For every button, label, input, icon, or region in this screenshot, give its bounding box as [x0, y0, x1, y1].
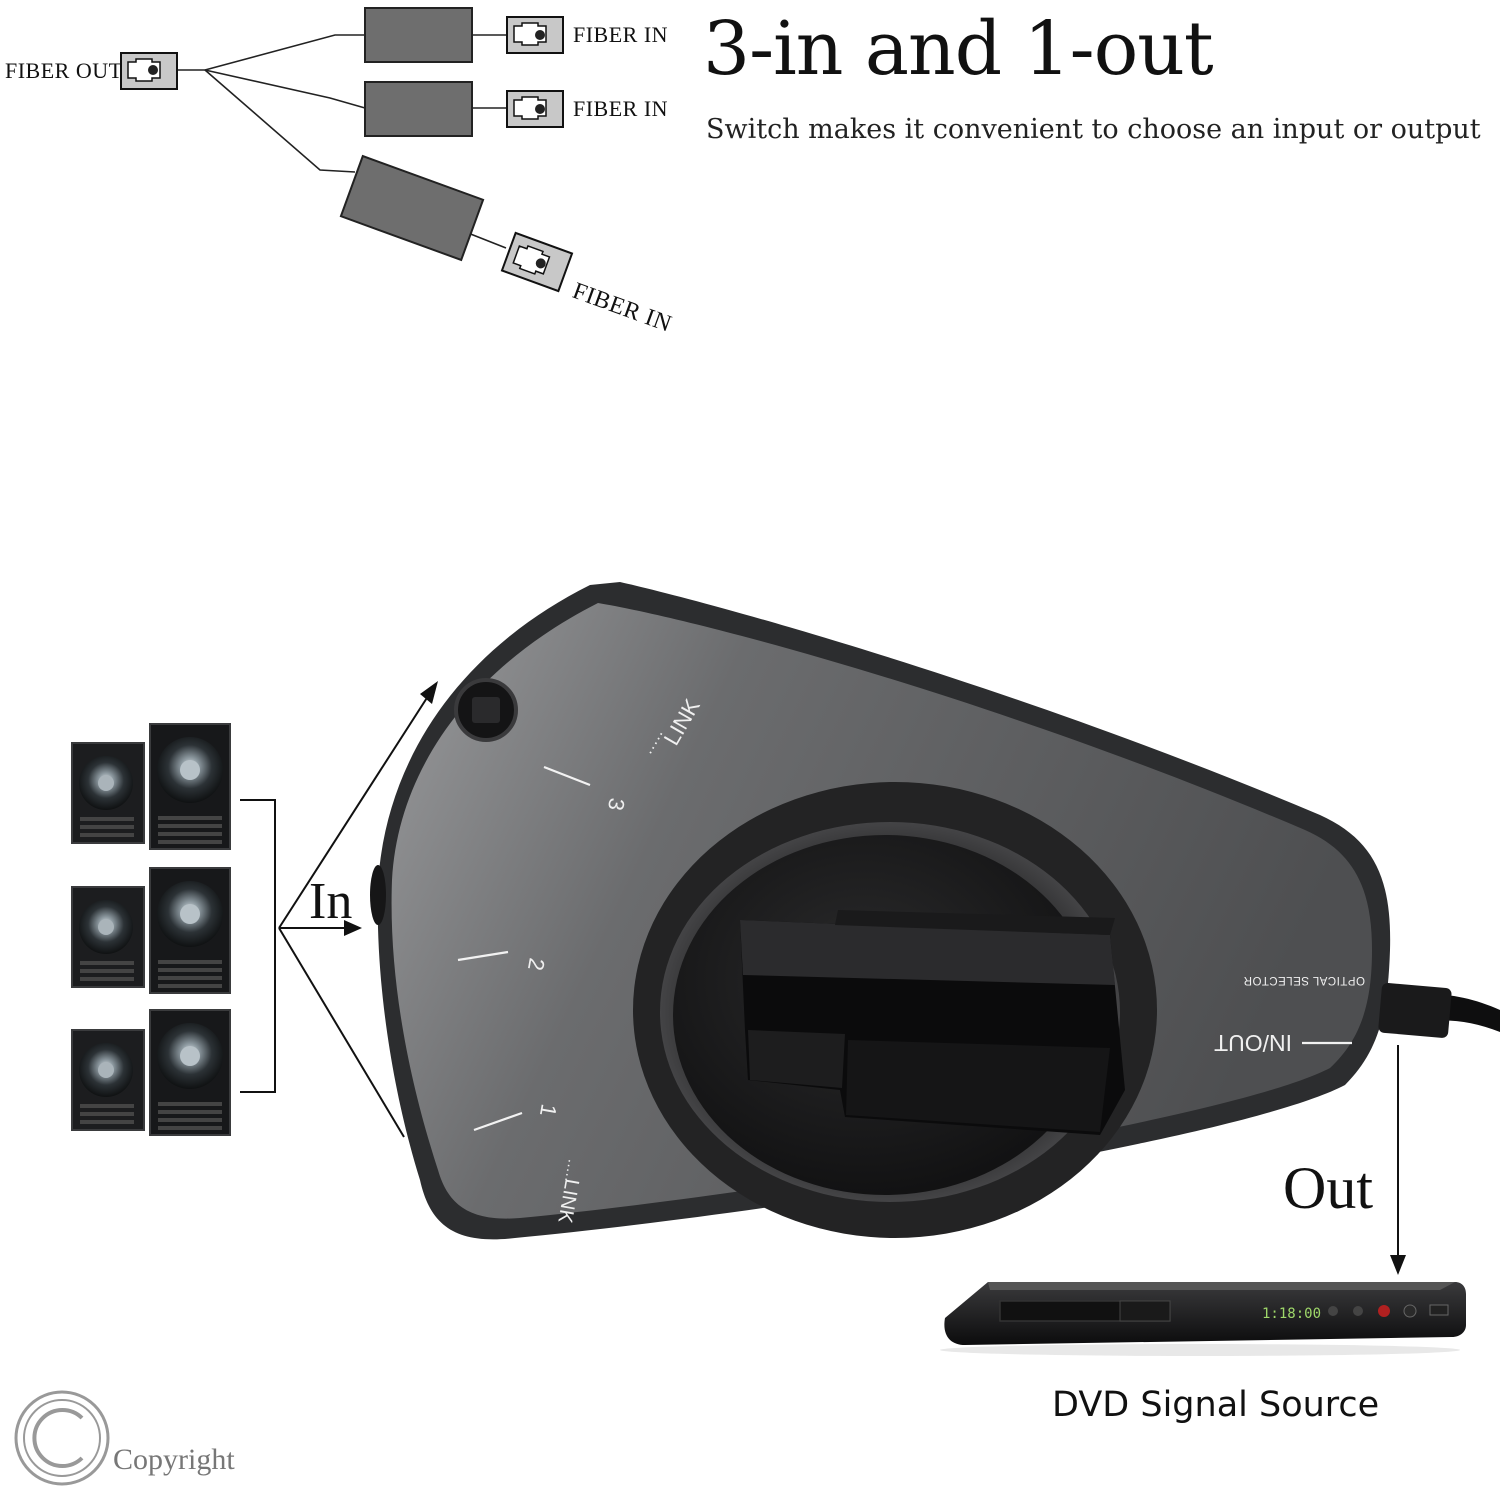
arrow-down-icon — [1390, 1255, 1406, 1275]
arrow-right-icon — [344, 920, 362, 936]
usb-port-icon — [1429, 1304, 1449, 1316]
switch-box-3 — [339, 154, 485, 262]
mark-2: 2 — [523, 956, 550, 972]
fiber-in-label-2: FIBER IN — [573, 96, 669, 121]
switch-box-1 — [364, 7, 473, 63]
power-button-icon — [1378, 1305, 1390, 1317]
inout-label: IN/OUT — [1214, 1030, 1292, 1056]
dvd-button-icon — [1353, 1306, 1363, 1316]
knob-handle[interactable] — [740, 910, 1125, 1135]
out-label: Out — [1283, 1155, 1373, 1221]
fiber-in-jack-icon — [506, 16, 564, 54]
dvd-caption: DVD Signal Source — [1052, 1385, 1380, 1425]
fiber-in-label-1: FIBER IN — [573, 22, 669, 47]
arrow-up-icon — [420, 681, 438, 704]
headline: 3-in and 1-out — [703, 6, 1214, 92]
subheadline: Switch makes it convenient to choose an … — [706, 114, 1481, 145]
speakers-group — [71, 723, 231, 1136]
arrow-heads — [344, 681, 1406, 1275]
flow-arrows — [240, 689, 1399, 1262]
copyright-text: Copyright — [113, 1443, 235, 1476]
fiber-in-jack-icon — [506, 90, 564, 128]
brand-text: OPTICAL SELECTOR — [1243, 974, 1365, 986]
dvd-player: 1:18:00 — [940, 1282, 1466, 1356]
position-marks — [457, 765, 1352, 1132]
diagram-wires — [178, 34, 507, 249]
optical-switch-device — [370, 582, 1500, 1240]
fiber-out-jack-icon — [120, 52, 178, 90]
dvd-display: 1:18:00 — [1262, 1306, 1321, 1322]
mark-1: 1 — [535, 1102, 562, 1118]
in-label: In — [309, 873, 353, 930]
switch-box-2 — [364, 81, 473, 137]
wiring-diagram — [120, 7, 574, 293]
mark-3: 3 — [603, 796, 630, 812]
fiber-in-jack-icon — [500, 231, 574, 293]
dvd-button-icon — [1328, 1306, 1338, 1316]
link-dots-icon: ····· — [559, 1157, 579, 1183]
fiber-out-label: FIBER OUT — [5, 58, 123, 83]
copyright-icon — [14, 1390, 110, 1486]
